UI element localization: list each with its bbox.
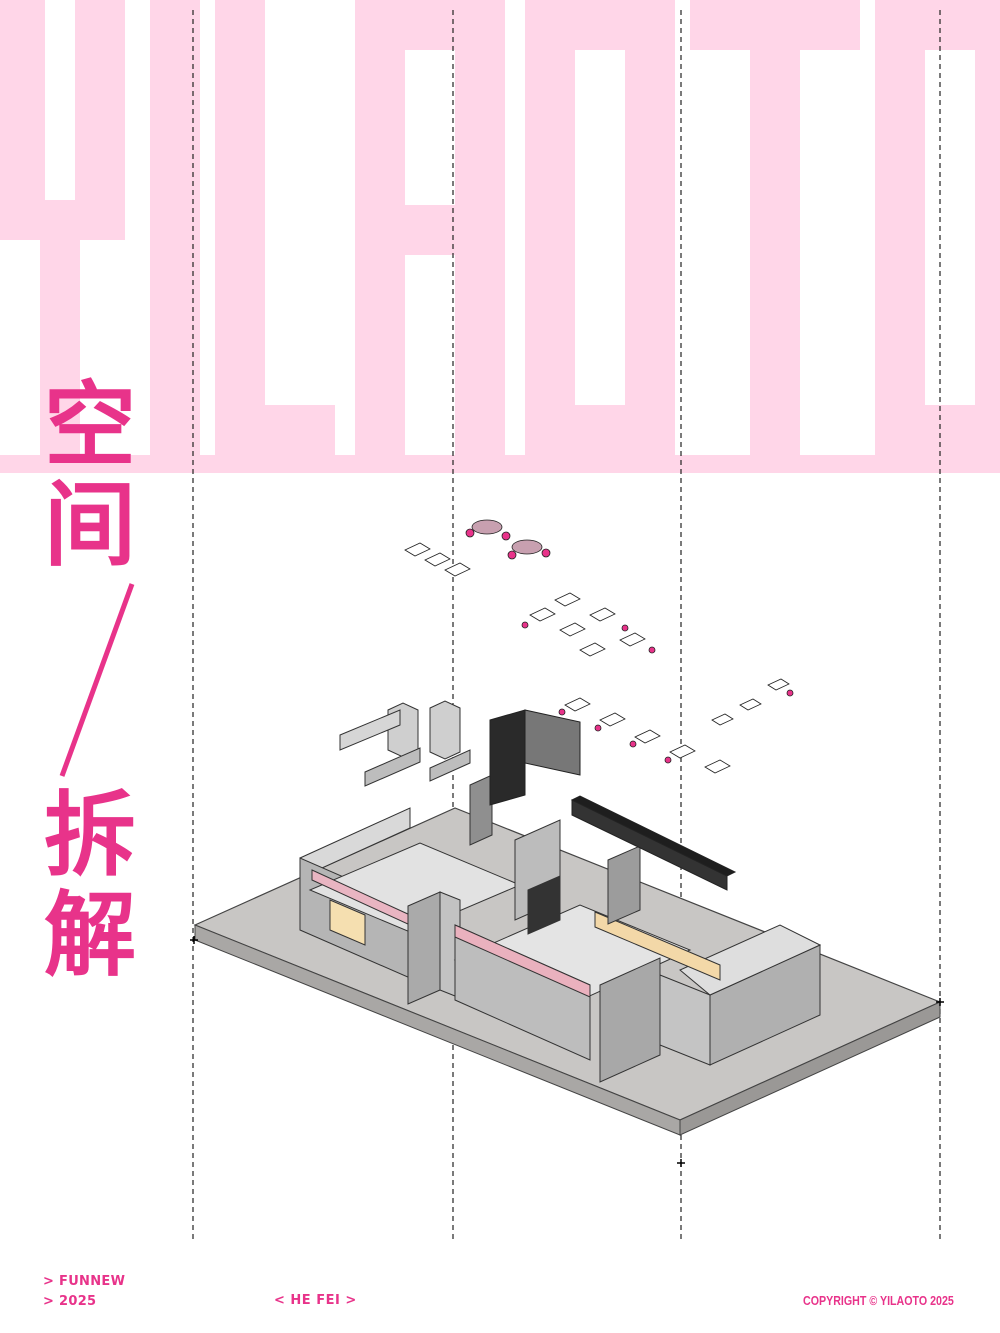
- shelving: [489, 709, 737, 891]
- kitchen-equipment: [339, 700, 471, 787]
- vertical-heading: 空 间 拆 解: [40, 376, 150, 986]
- yilaoto-title: [0, 0, 1000, 455]
- building-block: [299, 774, 822, 1083]
- footer-meta: > FUNNEW > 2025: [43, 1272, 125, 1312]
- heading-char-4: 解: [43, 882, 136, 989]
- footer-city: < HE FEI >: [274, 1293, 357, 1308]
- footer-copyright: COPYRIGHT © YILAOTO 2025: [803, 1293, 954, 1308]
- heading-char-3: 拆: [43, 782, 136, 889]
- title-underline: [0, 455, 1000, 473]
- heading-char-1: 空: [43, 372, 136, 479]
- corner-markers: [190, 936, 944, 1167]
- footer-year: > 2025: [43, 1294, 97, 1309]
- furniture: [404, 519, 794, 774]
- footer-brand: > FUNNEW: [43, 1274, 126, 1289]
- heading-char-2: 间: [43, 472, 136, 579]
- heading-slash: [40, 576, 150, 786]
